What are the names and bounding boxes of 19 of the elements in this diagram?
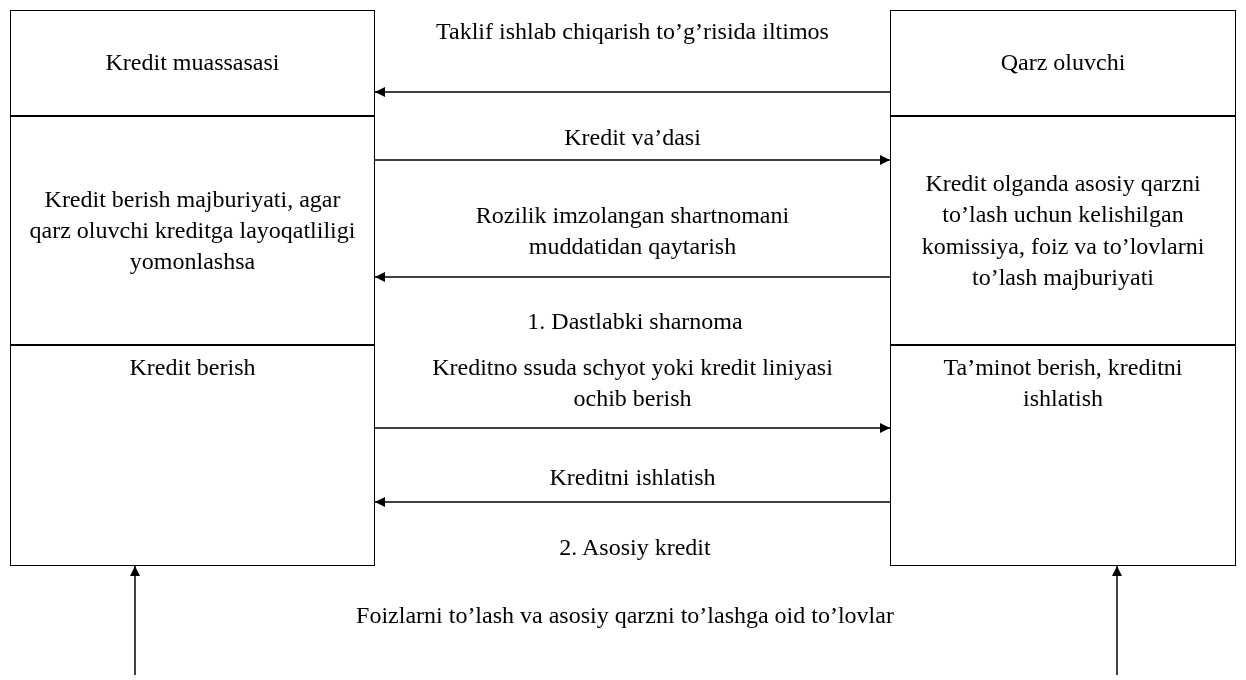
arrow	[130, 565, 140, 676]
process-box	[10, 345, 375, 566]
arrow	[1112, 565, 1122, 676]
box-text: Kredit muassasasi	[105, 48, 280, 78]
arrow	[374, 155, 891, 165]
box-text: Qarz oluvchi	[1000, 48, 1126, 78]
process-box	[890, 345, 1236, 566]
arrow	[374, 497, 891, 507]
box-text: Kredit olganda asosiy qarzni to’lash uchun kelishilgan komissiya, foiz va to’lovlarni to’lash majburiyati	[920, 169, 1206, 292]
arrow	[374, 87, 891, 97]
process-box	[10, 10, 375, 116]
process-box	[10, 116, 375, 345]
box-text: Ta’minot berish, kreditni ishlatish	[942, 353, 1184, 414]
box-text: Kredit berish majburiyati, agar qarz oluvchi kreditga layoqatliligi yomonlashsa	[28, 184, 357, 277]
arrow	[374, 272, 891, 282]
process-box	[890, 116, 1236, 345]
box-text: Kredit berish	[129, 353, 256, 382]
arrow	[374, 423, 891, 433]
process-box	[890, 10, 1236, 116]
